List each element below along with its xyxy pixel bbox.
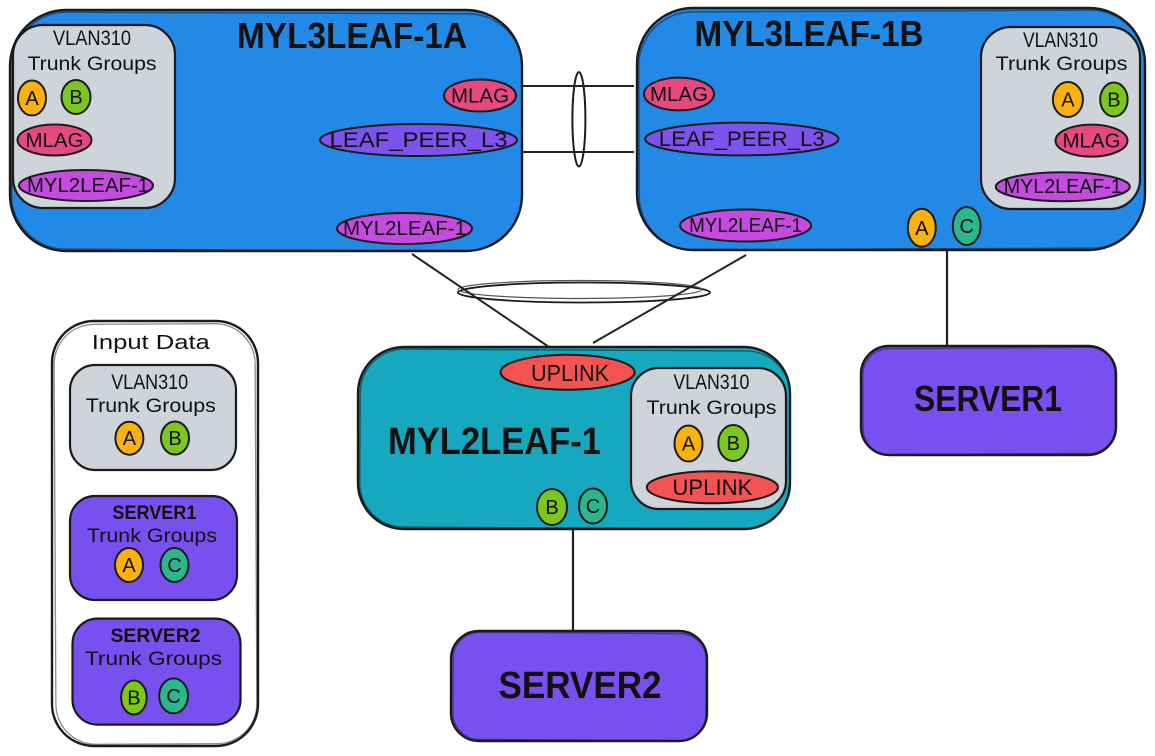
svg-text:C: C (167, 555, 181, 577)
svg-text:A: A (1061, 90, 1075, 112)
svg-text:A: A (123, 428, 137, 450)
svg-text:MYL2LEAF-1: MYL2LEAF-1 (343, 217, 466, 240)
svg-text:SERVER1: SERVER1 (112, 503, 196, 524)
svg-text:MYL2LEAF-1: MYL2LEAF-1 (27, 174, 149, 197)
svg-text:A: A (25, 88, 39, 110)
svg-text:MYL3LEAF-1B: MYL3LEAF-1B (695, 13, 924, 54)
svg-text:SERVER2: SERVER2 (499, 665, 662, 707)
svg-text:B: B (168, 428, 181, 450)
svg-text:MYL2LEAF-1: MYL2LEAF-1 (689, 214, 802, 237)
svg-text:VLAN310: VLAN310 (1023, 29, 1098, 52)
svg-text:A: A (122, 555, 136, 577)
svg-text:VLAN310: VLAN310 (111, 371, 188, 394)
svg-text:MYL2LEAF-1: MYL2LEAF-1 (388, 421, 601, 463)
svg-text:C: C (959, 216, 973, 238)
svg-text:B: B (1107, 90, 1120, 112)
svg-text:MLAG: MLAG (451, 85, 509, 108)
svg-text:VLAN310: VLAN310 (53, 27, 131, 50)
svg-text:A: A (915, 218, 929, 240)
svg-text:MLAG: MLAG (650, 83, 708, 106)
svg-text:Trunk Groups: Trunk Groups (86, 396, 216, 417)
svg-text:B: B (727, 433, 740, 455)
svg-text:Trunk Groups: Trunk Groups (28, 54, 157, 75)
svg-text:SERVER2: SERVER2 (111, 626, 201, 647)
svg-text:LEAF_PEER_L3: LEAF_PEER_L3 (330, 129, 508, 152)
svg-text:MLAG: MLAG (1063, 130, 1121, 153)
svg-text:B: B (69, 87, 82, 109)
svg-text:MYL2LEAF-1: MYL2LEAF-1 (1004, 175, 1122, 198)
svg-text:Trunk Groups: Trunk Groups (85, 649, 222, 670)
svg-text:A: A (682, 434, 696, 456)
svg-text:UPLINK: UPLINK (531, 360, 610, 386)
svg-text:Trunk Groups: Trunk Groups (647, 398, 777, 419)
svg-text:VLAN310: VLAN310 (673, 371, 749, 394)
svg-text:LEAF_PEER_L3: LEAF_PEER_L3 (659, 128, 825, 151)
svg-text:C: C (586, 496, 600, 518)
svg-text:Input Data: Input Data (92, 332, 211, 354)
svg-text:Trunk Groups: Trunk Groups (87, 526, 217, 547)
svg-text:UPLINK: UPLINK (672, 475, 752, 500)
svg-text:B: B (545, 497, 558, 519)
svg-text:MLAG: MLAG (26, 129, 84, 152)
svg-text:B: B (127, 688, 140, 710)
svg-text:MYL3LEAF-1A: MYL3LEAF-1A (237, 15, 467, 56)
svg-text:C: C (166, 686, 180, 708)
svg-text:Trunk Groups: Trunk Groups (996, 54, 1128, 75)
svg-text:SERVER1: SERVER1 (914, 378, 1062, 419)
